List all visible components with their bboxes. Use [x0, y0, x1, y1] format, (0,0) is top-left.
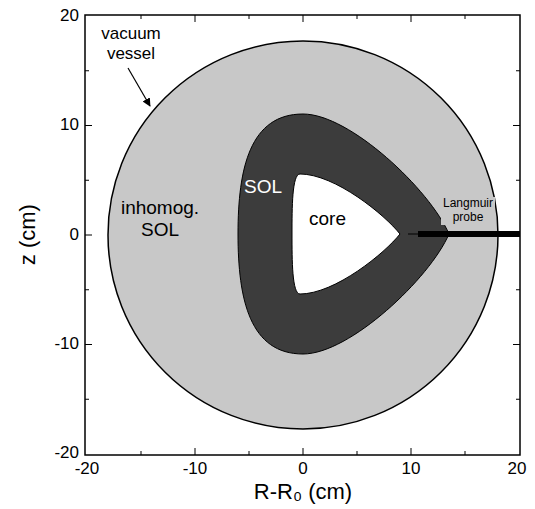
core-region: core — [292, 174, 400, 294]
y-tick — [516, 180, 520, 181]
y-tick — [85, 289, 89, 290]
x-tick — [141, 15, 142, 19]
x-tick — [357, 15, 358, 19]
y-tick — [516, 399, 520, 400]
y-tick — [85, 180, 89, 181]
x-axis-title: R-R₀ (cm) — [254, 479, 352, 504]
x-tick — [141, 451, 142, 455]
x-tick — [465, 451, 466, 455]
y-tick — [513, 344, 520, 345]
x-tick-label: 0 — [298, 459, 307, 479]
region-label: core — [309, 208, 359, 230]
y-tick-label: -10 — [54, 334, 79, 354]
y-tick — [85, 399, 89, 400]
x-tick — [303, 448, 304, 455]
y-tick — [513, 125, 520, 126]
x-tick — [357, 451, 358, 455]
y-tick — [85, 344, 92, 345]
vessel-label: vacuum vessel — [98, 24, 164, 63]
core-region-fill — [292, 174, 400, 294]
y-tick — [513, 235, 520, 236]
x-tick — [249, 451, 250, 455]
x-tick — [303, 15, 304, 22]
probe-label: Langmuir probe — [441, 197, 495, 225]
x-tick-label: 20 — [508, 459, 527, 479]
plot-frame — [85, 15, 520, 455]
y-axis-title: z (cm) — [15, 204, 40, 265]
y-tick — [85, 235, 92, 236]
x-tick — [249, 15, 250, 19]
y-tick-label: 10 — [60, 115, 79, 135]
y-tick — [85, 125, 92, 126]
x-tick-label: 10 — [402, 459, 421, 479]
leader-line — [128, 68, 150, 106]
langmuir-probe — [418, 231, 520, 237]
x-tick — [411, 448, 412, 455]
x-tick-label: -10 — [183, 459, 208, 479]
region-label: SOL — [244, 176, 290, 198]
y-tick — [85, 70, 89, 71]
y-tick-label: 20 — [60, 6, 79, 26]
y-tick — [516, 289, 520, 290]
y-tick-label: 0 — [70, 225, 79, 245]
x-tick — [195, 448, 196, 455]
region-label: inhomog. SOL — [116, 197, 204, 241]
sol-region-fill — [238, 114, 449, 354]
x-tick-label: -20 — [75, 459, 100, 479]
y-tick — [516, 70, 520, 71]
x-tick — [195, 15, 196, 22]
core-region-outline — [292, 174, 400, 294]
x-tick — [465, 15, 466, 19]
x-tick — [411, 15, 412, 22]
